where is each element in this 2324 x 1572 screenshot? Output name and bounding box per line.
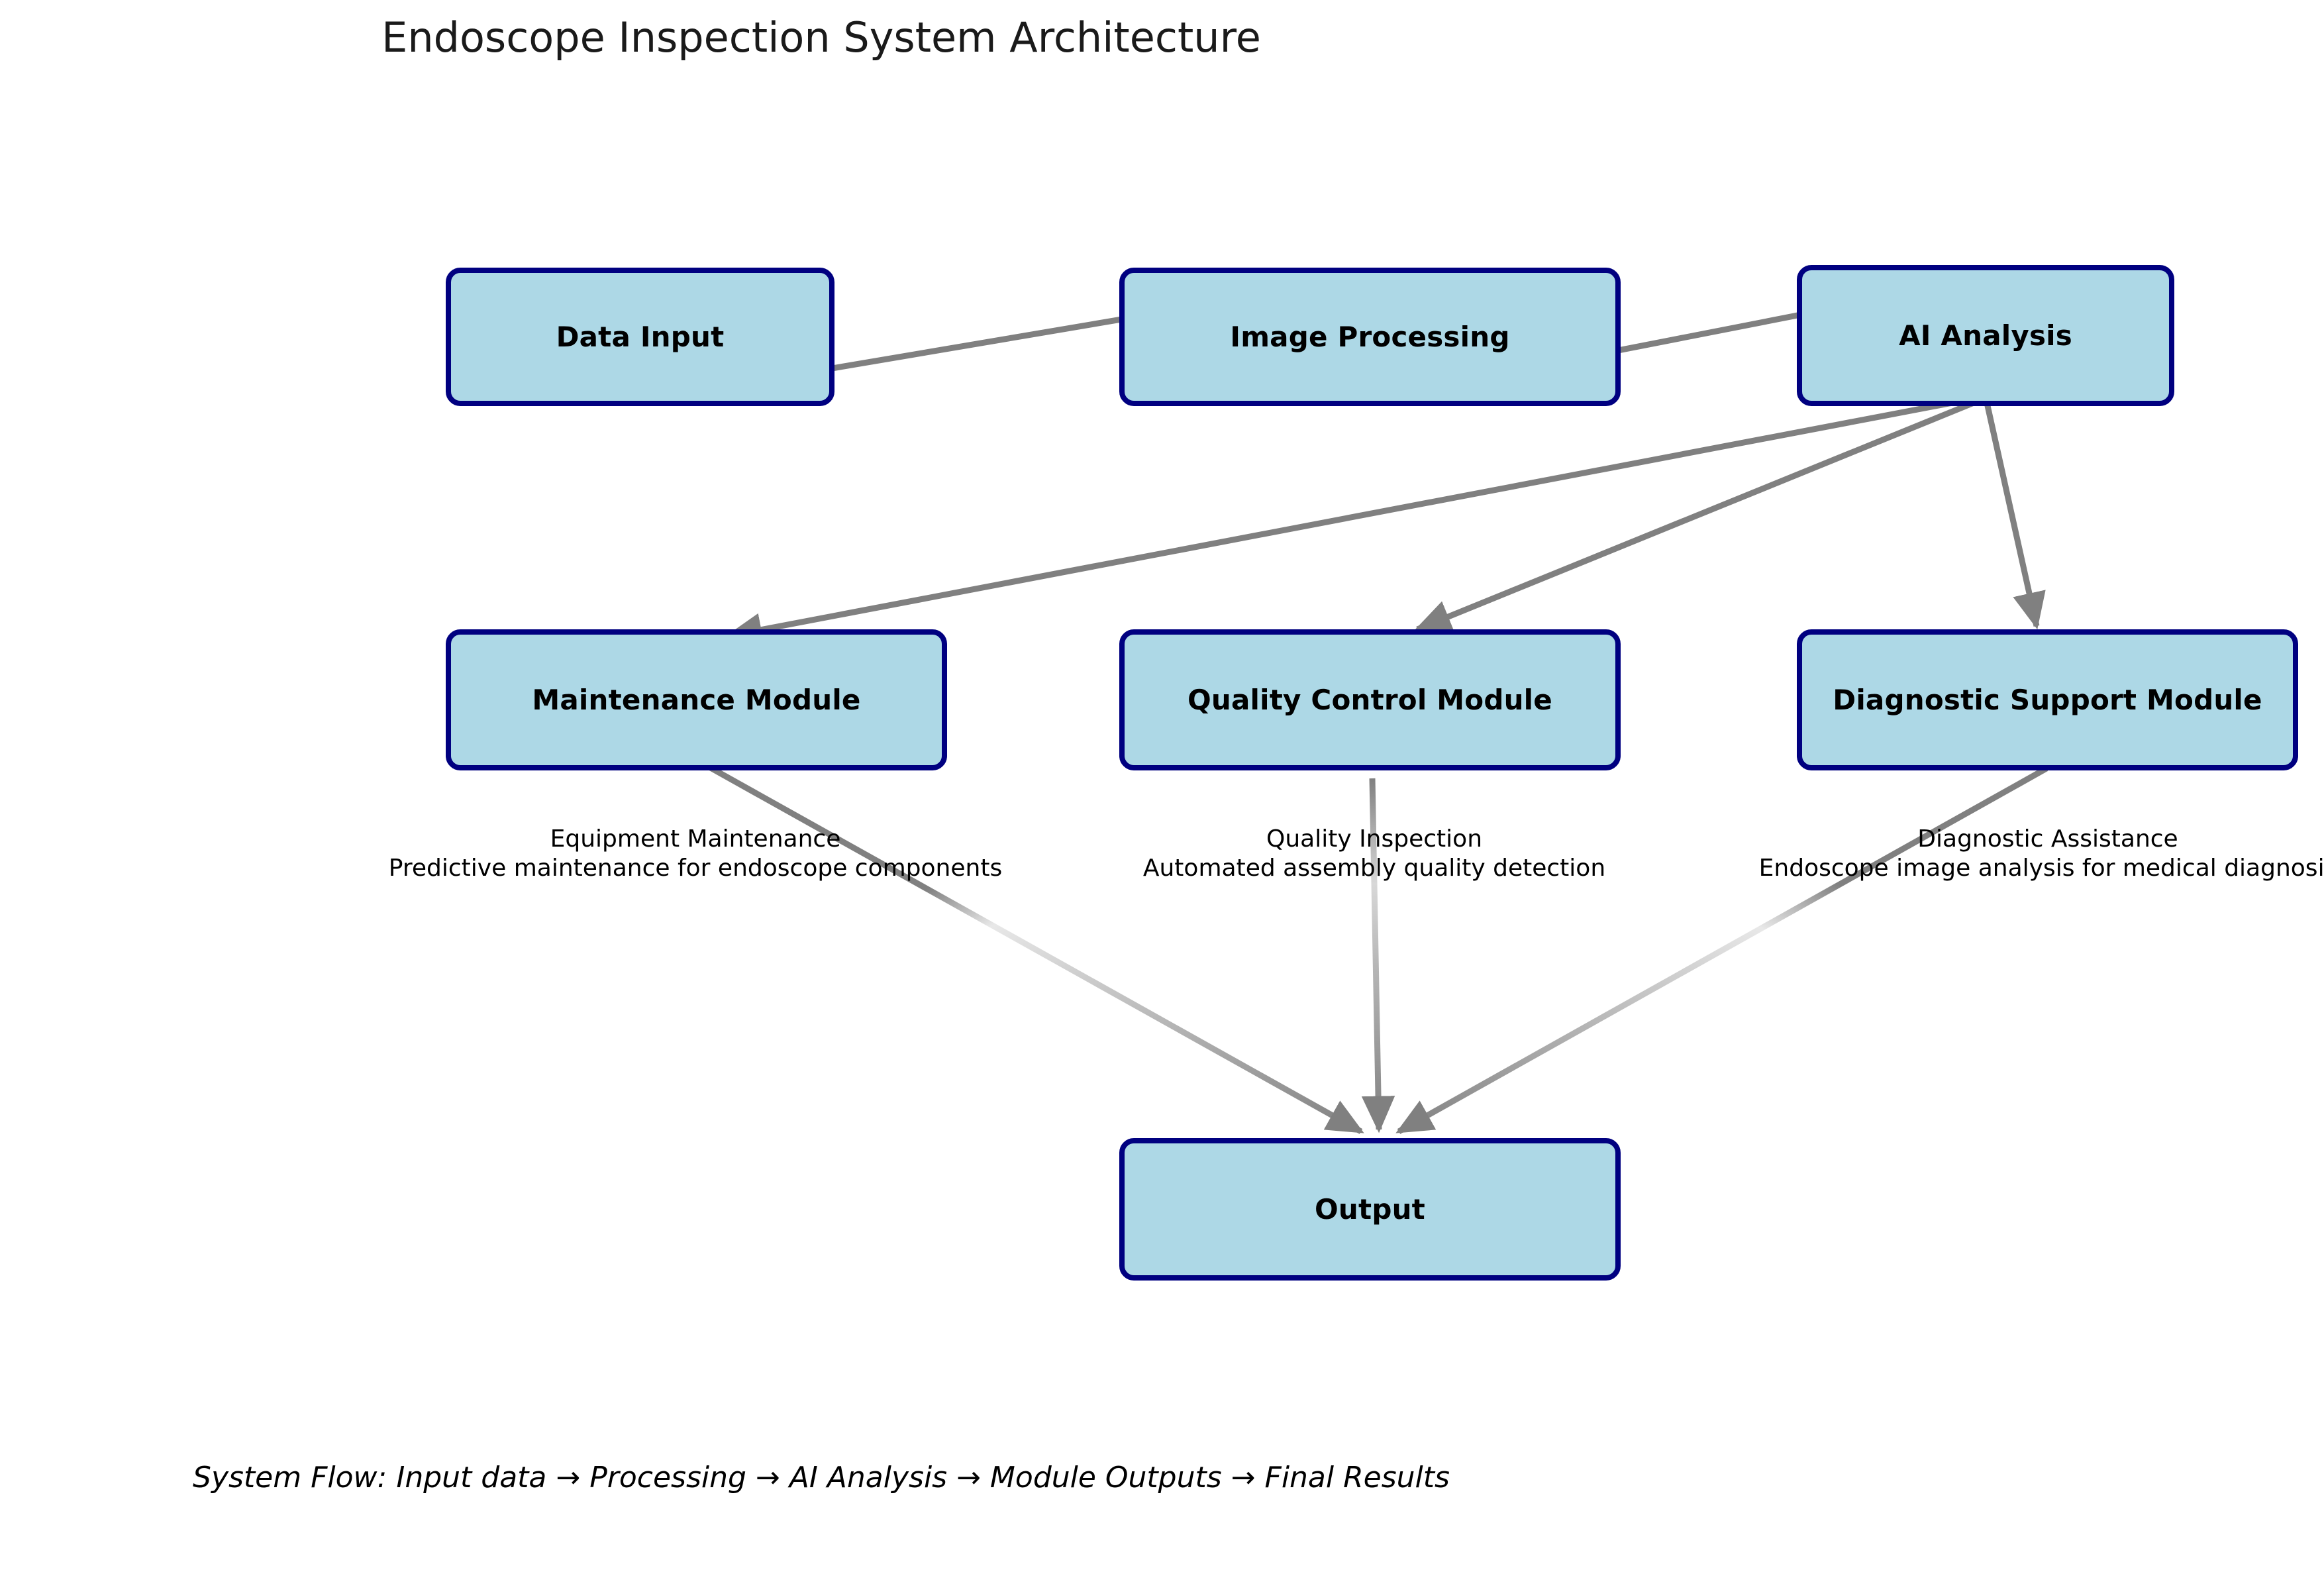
edge-ai-analysis-to-quality-control-module xyxy=(1413,395,1985,633)
node-output[interactable]: Output xyxy=(1119,1138,1621,1281)
node-label-diagnostic-support-module: Diagnostic Support Module xyxy=(1833,684,2262,716)
footer-caption: System Flow: Input data → Processing → A… xyxy=(193,1461,1450,1494)
edge-label-diagnostic: Diagnostic Assistance Endoscope image an… xyxy=(1637,825,2324,883)
node-label-ai-analysis: AI Analysis xyxy=(1899,319,2072,352)
edge-label-diagnostic-line1: Diagnostic Assistance xyxy=(1917,825,2178,853)
node-ai-analysis[interactable]: AI Analysis xyxy=(1797,265,2174,406)
node-label-quality-control-module: Quality Control Module xyxy=(1187,684,1552,716)
node-maintenance-module[interactable]: Maintenance Module xyxy=(446,629,947,770)
edge-label-diagnostic-line2: Endoscope image analysis for medical dia… xyxy=(1758,854,2324,882)
node-quality-control-module[interactable]: Quality Control Module xyxy=(1119,629,1621,770)
edge-diagnostic-support-module-to-output xyxy=(1395,766,2048,1134)
node-data-input[interactable]: Data Input xyxy=(446,268,834,406)
node-diagnostic-support-module[interactable]: Diagnostic Support Module xyxy=(1797,629,2298,770)
node-label-maintenance-module: Maintenance Module xyxy=(532,684,861,716)
node-label-data-input: Data Input xyxy=(556,321,725,353)
edge-ai-analysis-to-maintenance-module xyxy=(725,394,1981,647)
node-image-processing[interactable]: Image Processing xyxy=(1119,268,1621,406)
edge-ai-analysis-to-diagnostic-support-module xyxy=(1984,402,2046,630)
node-label-output: Output xyxy=(1315,1193,1425,1226)
edge-maintenance-module-to-output xyxy=(701,761,1364,1134)
page-title: Endoscope Inspection System Architecture xyxy=(381,13,1261,62)
node-label-image-processing: Image Processing xyxy=(1230,321,1510,353)
